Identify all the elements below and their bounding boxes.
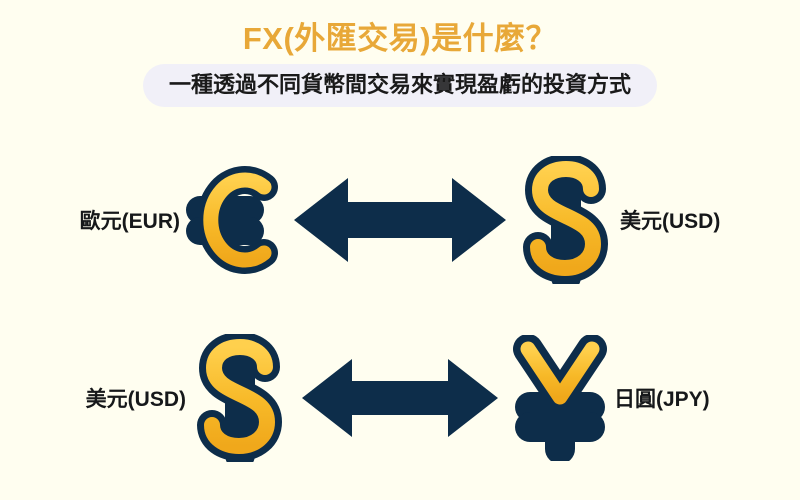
currency-pair-row: 歐元(EUR) [0, 140, 800, 300]
page-title: FX(外匯交易)是什麼？ [242, 21, 558, 56]
double-headed-arrow-icon [294, 176, 506, 264]
dollar-symbol-icon [180, 334, 300, 462]
double-headed-arrow-icon [300, 357, 500, 439]
subtitle-badge: 一種透過不同貨幣間交易來實現盈虧的投資方式 [142, 64, 657, 107]
pair-right-side: 日圓(JPY) [500, 335, 800, 461]
pair-left-side: 歐元(EUR) [0, 161, 294, 279]
subtitle-row: 一種透過不同貨幣間交易來實現盈虧的投資方式 [0, 64, 800, 107]
dollar-symbol-icon [506, 156, 626, 284]
currency-label-eur: 歐元(EUR) [79, 210, 180, 233]
header: FX(外匯交易)是什麼？ 一種透過不同貨幣間交易來實現盈虧的投資方式 [0, 0, 800, 107]
yen-symbol-icon [500, 335, 620, 461]
currency-pair-row: 美元(USD) [0, 318, 800, 478]
pair-right-side: 美元(USD) [506, 156, 800, 284]
currency-label-usd-top: 美元(USD) [620, 210, 721, 233]
pair-left-side: 美元(USD) [0, 334, 300, 462]
currency-label-usd-bottom: 美元(USD) [85, 388, 186, 411]
euro-symbol-icon [174, 161, 294, 279]
currency-label-jpy: 日圓(JPY) [614, 388, 710, 411]
